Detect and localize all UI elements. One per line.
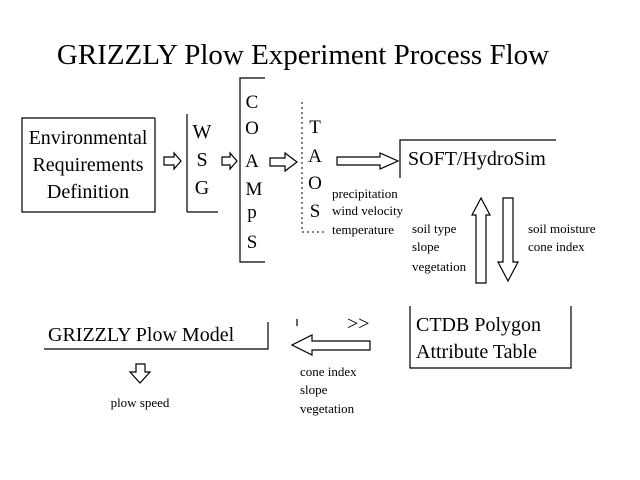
- coamps-node: C O A M p S: [239, 77, 265, 263]
- soft-to-ctdb-soil-moisture: soil moisture: [528, 221, 596, 236]
- grizzly-model-node: GRIZZLY Plow Model: [44, 322, 269, 350]
- env-requirements-line-3: Definition: [47, 181, 129, 203]
- arrow-coamps-to-taos: [269, 151, 298, 173]
- wsg-letter-g: G: [195, 177, 209, 199]
- ctdb-to-model-cone-index: cone index: [300, 364, 357, 379]
- soft-to-ctdb-cone-index: cone index: [528, 239, 585, 254]
- taos-letter-o: O: [308, 173, 322, 194]
- coamps-letter-a: A: [245, 151, 259, 172]
- taos-output-temperature: temperature: [332, 222, 394, 237]
- taos-node: T A O S: [301, 102, 326, 233]
- model-output-plow-speed: plow speed: [111, 395, 170, 410]
- arrow-ctdb-to-model: [290, 334, 371, 356]
- arrow-model-to-plow-speed: [128, 363, 152, 384]
- taos-letter-a: A: [308, 146, 322, 167]
- ctdb-to-soft-vegetation: vegetation: [412, 259, 467, 274]
- arrow-soft-to-ctdb: [497, 197, 519, 283]
- wsg-letter-w: W: [193, 121, 212, 143]
- soft-hydrosim-frame: [399, 139, 556, 178]
- wsg-node: W S G: [186, 114, 218, 213]
- coamps-letter-c: C: [246, 92, 259, 113]
- connector-mark: >>: [347, 313, 370, 335]
- ctdb-to-soft-soil-type: soil type: [412, 221, 457, 236]
- diagram-title: GRIZZLY Plow Experiment Process Flow: [57, 39, 549, 71]
- ctdb-line-1: CTDB Polygon: [416, 314, 541, 336]
- env-requirements-node: Environmental Requirements Definition: [21, 117, 156, 213]
- coamps-frame: [239, 77, 265, 263]
- arrow-ctdb-to-soft: [471, 196, 491, 284]
- coamps-letter-m: M: [246, 179, 263, 200]
- ctdb-to-soft-slope: slope: [412, 239, 440, 254]
- grizzly-model-frame: [44, 322, 269, 350]
- coamps-letter-p: p: [247, 202, 257, 223]
- arrow-env-to-wsg: [163, 151, 182, 171]
- taos-letter-s: S: [310, 201, 321, 222]
- soft-hydrosim-node: SOFT/HydroSim: [399, 139, 556, 178]
- arrow-taos-to-soft: [336, 152, 400, 170]
- coamps-letter-s: S: [247, 232, 258, 253]
- coamps-letter-o: O: [245, 118, 259, 139]
- wsg-letter-s: S: [196, 149, 207, 171]
- ctdb-frame: [409, 306, 572, 369]
- env-requirements-line-2: Requirements: [32, 154, 143, 176]
- taos-output-precipitation: precipitation: [332, 186, 398, 201]
- env-requirements-frame: [21, 117, 156, 213]
- arrow-wsg-to-coamps: [221, 151, 238, 171]
- ctdb-to-model-slope: slope: [300, 382, 328, 397]
- soft-hydrosim-label: SOFT/HydroSim: [408, 148, 546, 170]
- grizzly-model-label: GRIZZLY Plow Model: [48, 324, 235, 346]
- taos-output-wind-velocity: wind velocity: [332, 203, 404, 218]
- env-requirements-line-1: Environmental: [29, 127, 148, 149]
- ctdb-line-2: Attribute Table: [416, 341, 537, 363]
- taos-letter-t: T: [309, 117, 321, 138]
- ctdb-to-model-vegetation: vegetation: [300, 401, 355, 416]
- ctdb-node: CTDB Polygon Attribute Table: [409, 306, 572, 369]
